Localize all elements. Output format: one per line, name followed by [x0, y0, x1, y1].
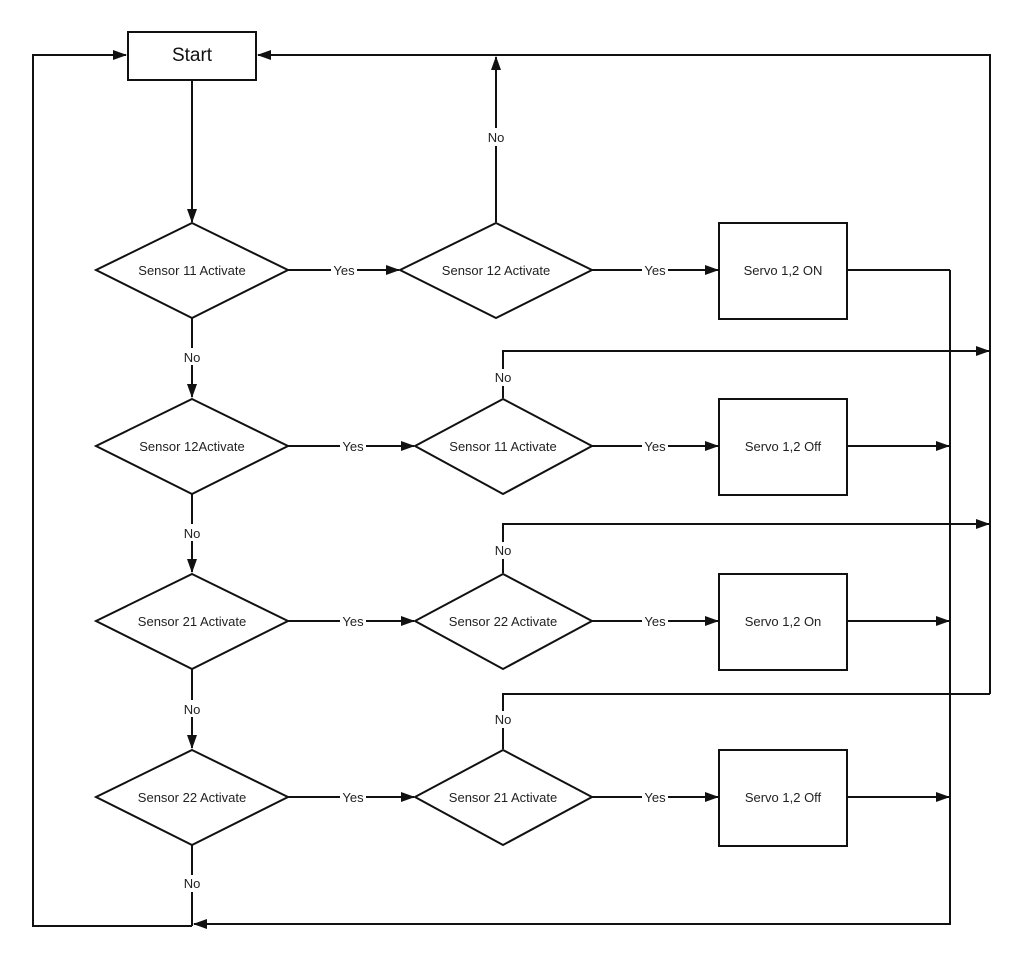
edge-label-no: No — [184, 876, 201, 891]
process-servo-off[interactable]: Servo 1,2 Off — [718, 398, 848, 496]
start-label: Start — [172, 45, 213, 66]
start-node[interactable]: Start — [127, 31, 257, 81]
edge-label-no: No — [184, 350, 201, 365]
nodes: Start Sensor 11 Activate Sensor 12 Activ… — [93, 31, 848, 847]
decision-label: Sensor 21 Activate — [138, 614, 246, 629]
decision-sensor22-activate[interactable]: Sensor 22 Activate — [412, 572, 595, 671]
edge-label-yes: Yes — [342, 790, 364, 805]
process-servo-on[interactable]: Servo 1,2 On — [718, 573, 848, 671]
decision-sensor21-activate[interactable]: Sensor 21 Activate — [93, 572, 291, 671]
decision-sensor22-activate[interactable]: Sensor 22 Activate — [93, 748, 291, 847]
decision-label: Sensor 12 Activate — [442, 263, 550, 278]
edge-label-no: No — [495, 370, 512, 385]
edges — [32, 50, 991, 929]
edge-row4-no-up — [502, 693, 990, 749]
decision-sensor12-activate[interactable]: Sensor 12 Activate — [397, 221, 595, 320]
edge-label-yes: Yes — [644, 263, 666, 278]
process-label: Servo 1,2 ON — [744, 263, 823, 278]
process-servo-on[interactable]: Servo 1,2 ON — [718, 222, 848, 320]
edge-label-yes: Yes — [333, 263, 355, 278]
edge-label-yes: Yes — [644, 614, 666, 629]
process-label: Servo 1,2 Off — [745, 439, 822, 454]
decision-label: Sensor 11 Activate — [138, 263, 245, 278]
decision-label: Sensor 22 Activate — [449, 614, 557, 629]
decision-label: Sensor 11 Activate — [449, 439, 556, 454]
edge-label-yes: Yes — [342, 439, 364, 454]
edge-label-no: No — [184, 702, 201, 717]
edge-label-no: No — [495, 712, 512, 727]
decision-sensor11-activate[interactable]: Sensor 11 Activate — [412, 397, 595, 496]
edge-label-no: No — [184, 526, 201, 541]
edge-bottom-return — [193, 270, 951, 929]
edge-left-loop-to-start — [32, 50, 192, 927]
edge-label-no: No — [495, 543, 512, 558]
process-servo-off[interactable]: Servo 1,2 Off — [718, 749, 848, 847]
edge-label-yes: Yes — [644, 790, 666, 805]
edge-label-yes: Yes — [644, 439, 666, 454]
edge-row3-no-up — [502, 519, 990, 573]
edge-label-yes: Yes — [342, 614, 364, 629]
decision-label: Sensor 22 Activate — [138, 790, 246, 805]
process-label: Servo 1,2 Off — [745, 790, 822, 805]
decision-sensor21-activate[interactable]: Sensor 21 Activate — [412, 748, 595, 847]
decision-sensor12-activate[interactable]: Sensor 12Activate — [93, 397, 291, 496]
edge-label-no: No — [488, 130, 505, 145]
edge-labels: No Yes Yes No Yes Yes No No Yes Yes No N… — [181, 128, 668, 892]
decision-label: Sensor 21 Activate — [449, 790, 557, 805]
edge-outer-right-to-start — [257, 50, 991, 694]
decision-sensor11-activate[interactable]: Sensor 11 Activate — [93, 221, 291, 320]
decision-label: Sensor 12Activate — [139, 439, 245, 454]
process-label: Servo 1,2 On — [745, 614, 822, 629]
edge-row2-no-up — [502, 346, 990, 398]
